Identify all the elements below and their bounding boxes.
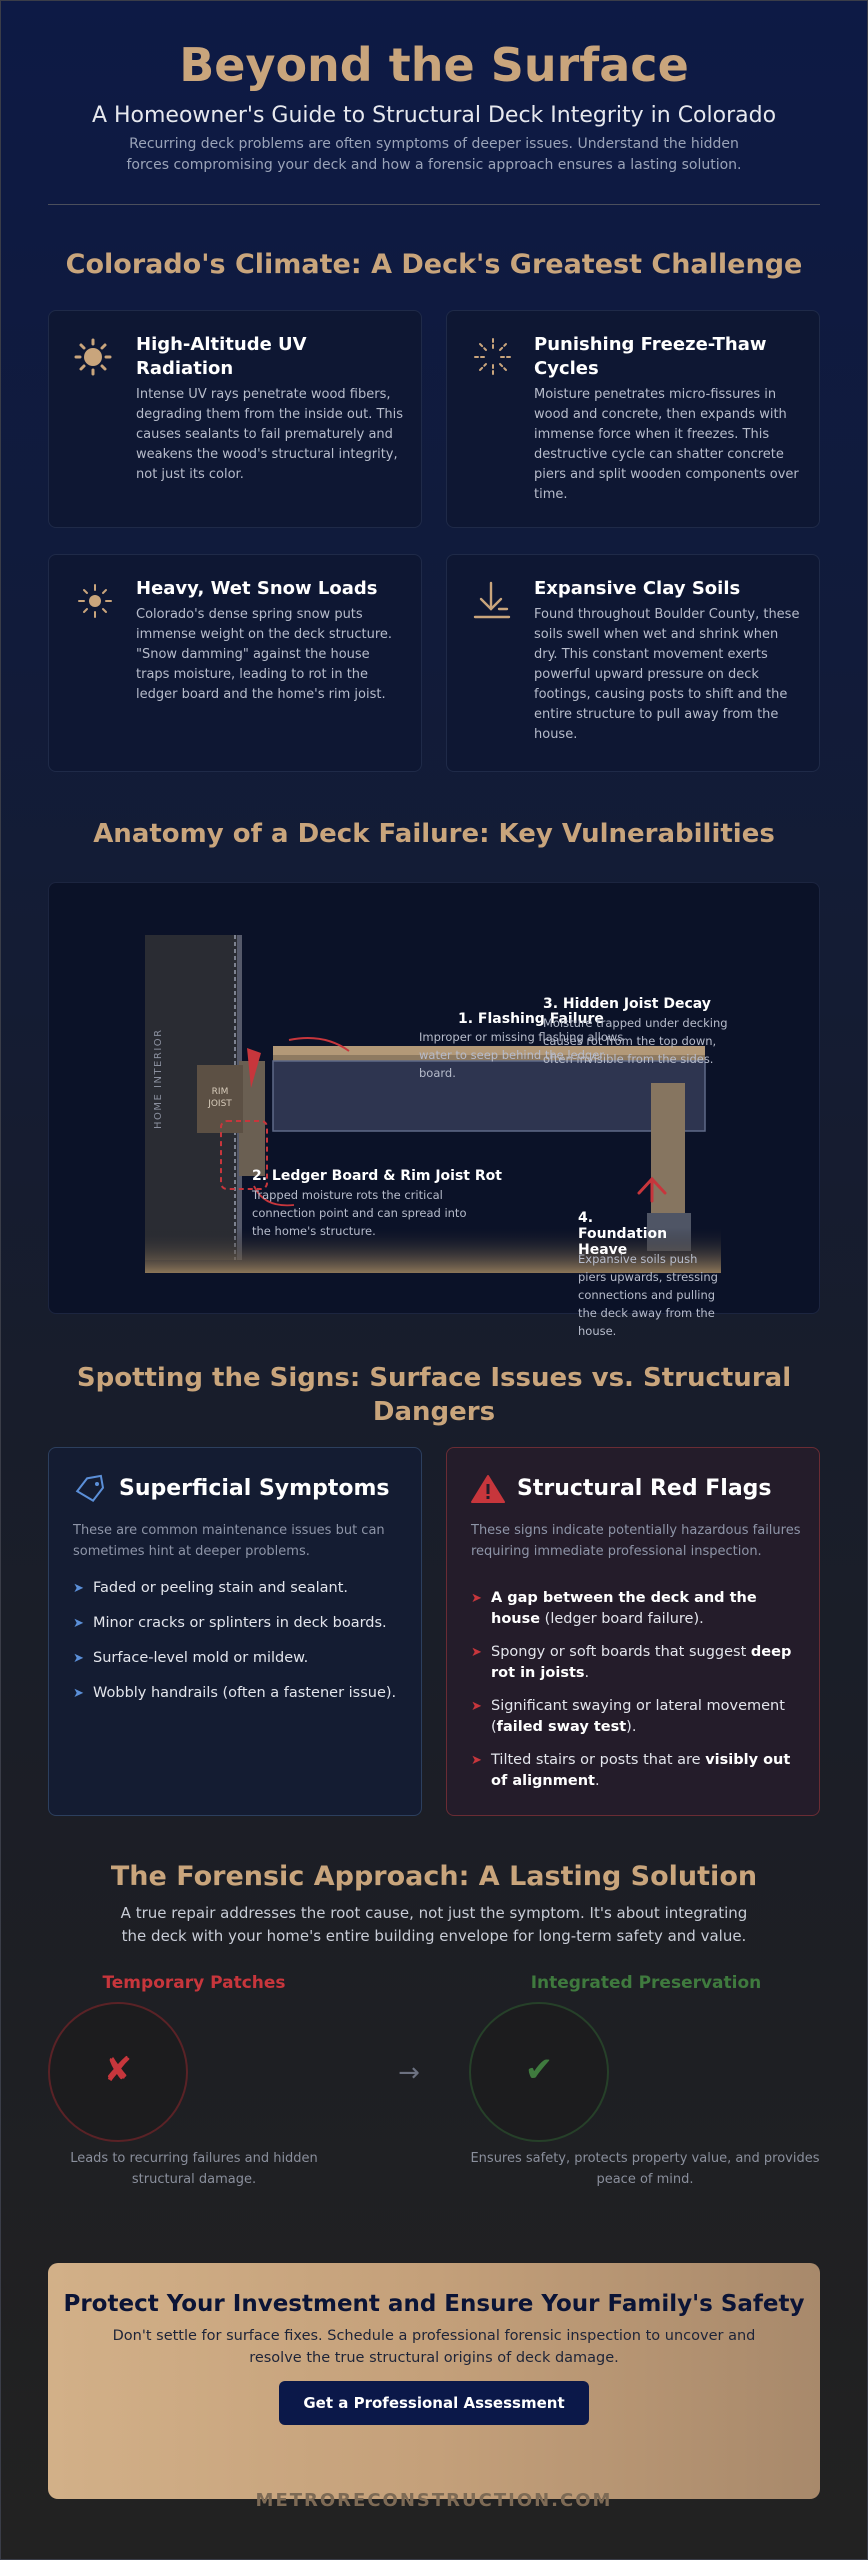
list-item: ➤Minor cracks or splinters in deck board… (73, 1613, 403, 1634)
climate-card-uv: High-Altitude UV Radiation Intense UV ra… (48, 310, 422, 528)
superficial-list: ➤Faded or peeling stain and sealant. ➤Mi… (73, 1578, 403, 1718)
callout-joist-text: Moisture trapped under decking causes ro… (543, 1016, 728, 1066)
cta-text: Don't settle for surface fixes. Schedule… (112, 2328, 756, 2366)
header-divider (48, 204, 820, 205)
home-interior-label: HOME INTERIOR (153, 1028, 164, 1129)
superficial-symptoms-card: Superficial Symptoms These are common ma… (48, 1447, 422, 1816)
callout-ledger-text: Trapped moisture rots the critical conne… (252, 1188, 467, 1238)
temporary-patches-circle: ✘ (48, 2002, 188, 2142)
deck-joists (272, 1060, 706, 1132)
ground (145, 1228, 721, 1273)
chevron-right-icon: ➤ (73, 1616, 84, 1631)
chevron-right-icon: ➤ (471, 1591, 482, 1606)
temporary-patches-caption: Leads to recurring failures and hidden s… (70, 2151, 318, 2187)
heave-arrow-icon (637, 1176, 667, 1203)
list-item: ➤Surface-level mold or mildew. (73, 1648, 403, 1669)
sun-icon (74, 338, 112, 376)
climate-card-clay: Expansive Clay Soils Found throughout Bo… (446, 554, 820, 772)
warning-icon (471, 1475, 505, 1503)
ground-arrow-icon (473, 581, 511, 619)
card-title: Punishing Freeze-Thaw Cycles (534, 334, 767, 379)
list-item: ➤Faded or peeling stain and sealant. (73, 1578, 403, 1599)
tag-icon (75, 1474, 105, 1502)
cta-banner: Protect Your Investment and Ensure Your … (48, 2263, 820, 2499)
page-description: Recurring deck problems are often sympto… (126, 136, 742, 173)
structural-red-flags-card: Structural Red Flags These signs indicat… (446, 1447, 820, 1816)
red-flags-intro: These signs indicate potentially hazardo… (471, 1523, 801, 1559)
forensic-section-title: The Forensic Approach: A Lasting Solutio… (110, 1861, 758, 1892)
card-title: Heavy, Wet Snow Loads (136, 578, 378, 599)
anatomy-section-title: Anatomy of a Deck Failure: Key Vulnerabi… (93, 819, 775, 849)
cta-title: Protect Your Investment and Ensure Your … (63, 2291, 805, 2317)
card-text: Moisture penetrates micro-fissures in wo… (534, 387, 799, 502)
superficial-intro: These are common maintenance issues but … (73, 1523, 385, 1559)
rim-joist-block (197, 1065, 243, 1133)
climate-section-title: Colorado's Climate: A Deck's Greatest Ch… (65, 249, 803, 280)
deck-diagram-graphic (145, 935, 721, 1273)
chevron-right-icon: ➤ (471, 1645, 482, 1660)
card-text: Colorado's dense spring snow puts immens… (136, 607, 393, 702)
callout-flashing-title: 1. Flashing Failure (458, 1011, 604, 1027)
integrated-preservation-caption: Ensures safety, protects property value,… (470, 2151, 820, 2187)
list-item: ➤A gap between the deck and the house (l… (471, 1590, 757, 1627)
superficial-title: Superficial Symptoms (119, 1476, 390, 1501)
card-text: Found throughout Boulder County, these s… (534, 607, 800, 742)
page-subtitle: A Homeowner's Guide to Structural Deck I… (91, 103, 777, 128)
deck-boards (273, 1046, 705, 1055)
card-text: Intense UV rays penetrate wood fibers, d… (136, 387, 404, 482)
callout-ledger-title: 2. Ledger Board & Rim Joist Rot (252, 1168, 502, 1184)
footer-domain: METRORECONSTRUCTION.COM (255, 2490, 613, 2511)
card-title: Expansive Clay Soils (534, 578, 741, 599)
cross-icon: ✘ (103, 2050, 133, 2090)
list-item: ➤Spongy or soft boards that suggest deep… (471, 1644, 792, 1681)
card-title: High-Altitude UV Radiation (136, 334, 307, 379)
deck-post (651, 1083, 685, 1228)
list-item: ➤Significant swaying or lateral movement… (471, 1698, 785, 1735)
arrow-right-icon: → (398, 2058, 420, 2088)
forensic-description: A true repair addresses the root cause, … (120, 1904, 748, 1945)
callout-joist-title: 3. Hidden Joist Decay (543, 996, 711, 1012)
flashing-failure-marker (247, 1048, 261, 1088)
chevron-right-icon: ➤ (73, 1686, 84, 1701)
red-flags-title: Structural Red Flags (517, 1476, 772, 1501)
callout-flashing-text: Improper or missing flashing allows wate… (419, 1030, 624, 1080)
list-item: ➤Wobbly handrails (often a fastener issu… (73, 1683, 403, 1704)
get-assessment-button[interactable]: Get a Professional Assessment (279, 2381, 589, 2425)
chevron-right-icon: ➤ (471, 1699, 482, 1714)
temporary-patches-label: Temporary Patches (102, 1973, 286, 1993)
callout-heave-text: Expansive soils push piers upwards, stre… (578, 1252, 718, 1338)
chevron-right-icon: ➤ (471, 1753, 482, 1768)
chevron-right-icon: ➤ (73, 1651, 84, 1666)
freeze-thaw-icon (474, 338, 512, 376)
climate-card-snow: Heavy, Wet Snow Loads Colorado's dense s… (48, 554, 422, 772)
callout-heave-title: 4. Foundation Heave (578, 1210, 668, 1258)
chevron-right-icon: ➤ (73, 1581, 84, 1596)
snow-sun-icon (78, 584, 112, 618)
integrated-preservation-circle: ✔ (469, 2002, 609, 2142)
climate-card-freeze-thaw: Punishing Freeze-Thaw Cycles Moisture pe… (446, 310, 820, 528)
checkmark-icon: ✔ (524, 2050, 554, 2090)
page-title: Beyond the Surface (179, 38, 689, 92)
signs-section-title: Spotting the Signs: Surface Issues vs. S… (76, 1363, 792, 1427)
red-flags-list: ➤A gap between the deck and the house (l… (471, 1588, 801, 1804)
integrated-preservation-label: Integrated Preservation (530, 1973, 762, 1993)
list-item: ➤Tilted stairs or posts that are visibly… (471, 1752, 791, 1789)
